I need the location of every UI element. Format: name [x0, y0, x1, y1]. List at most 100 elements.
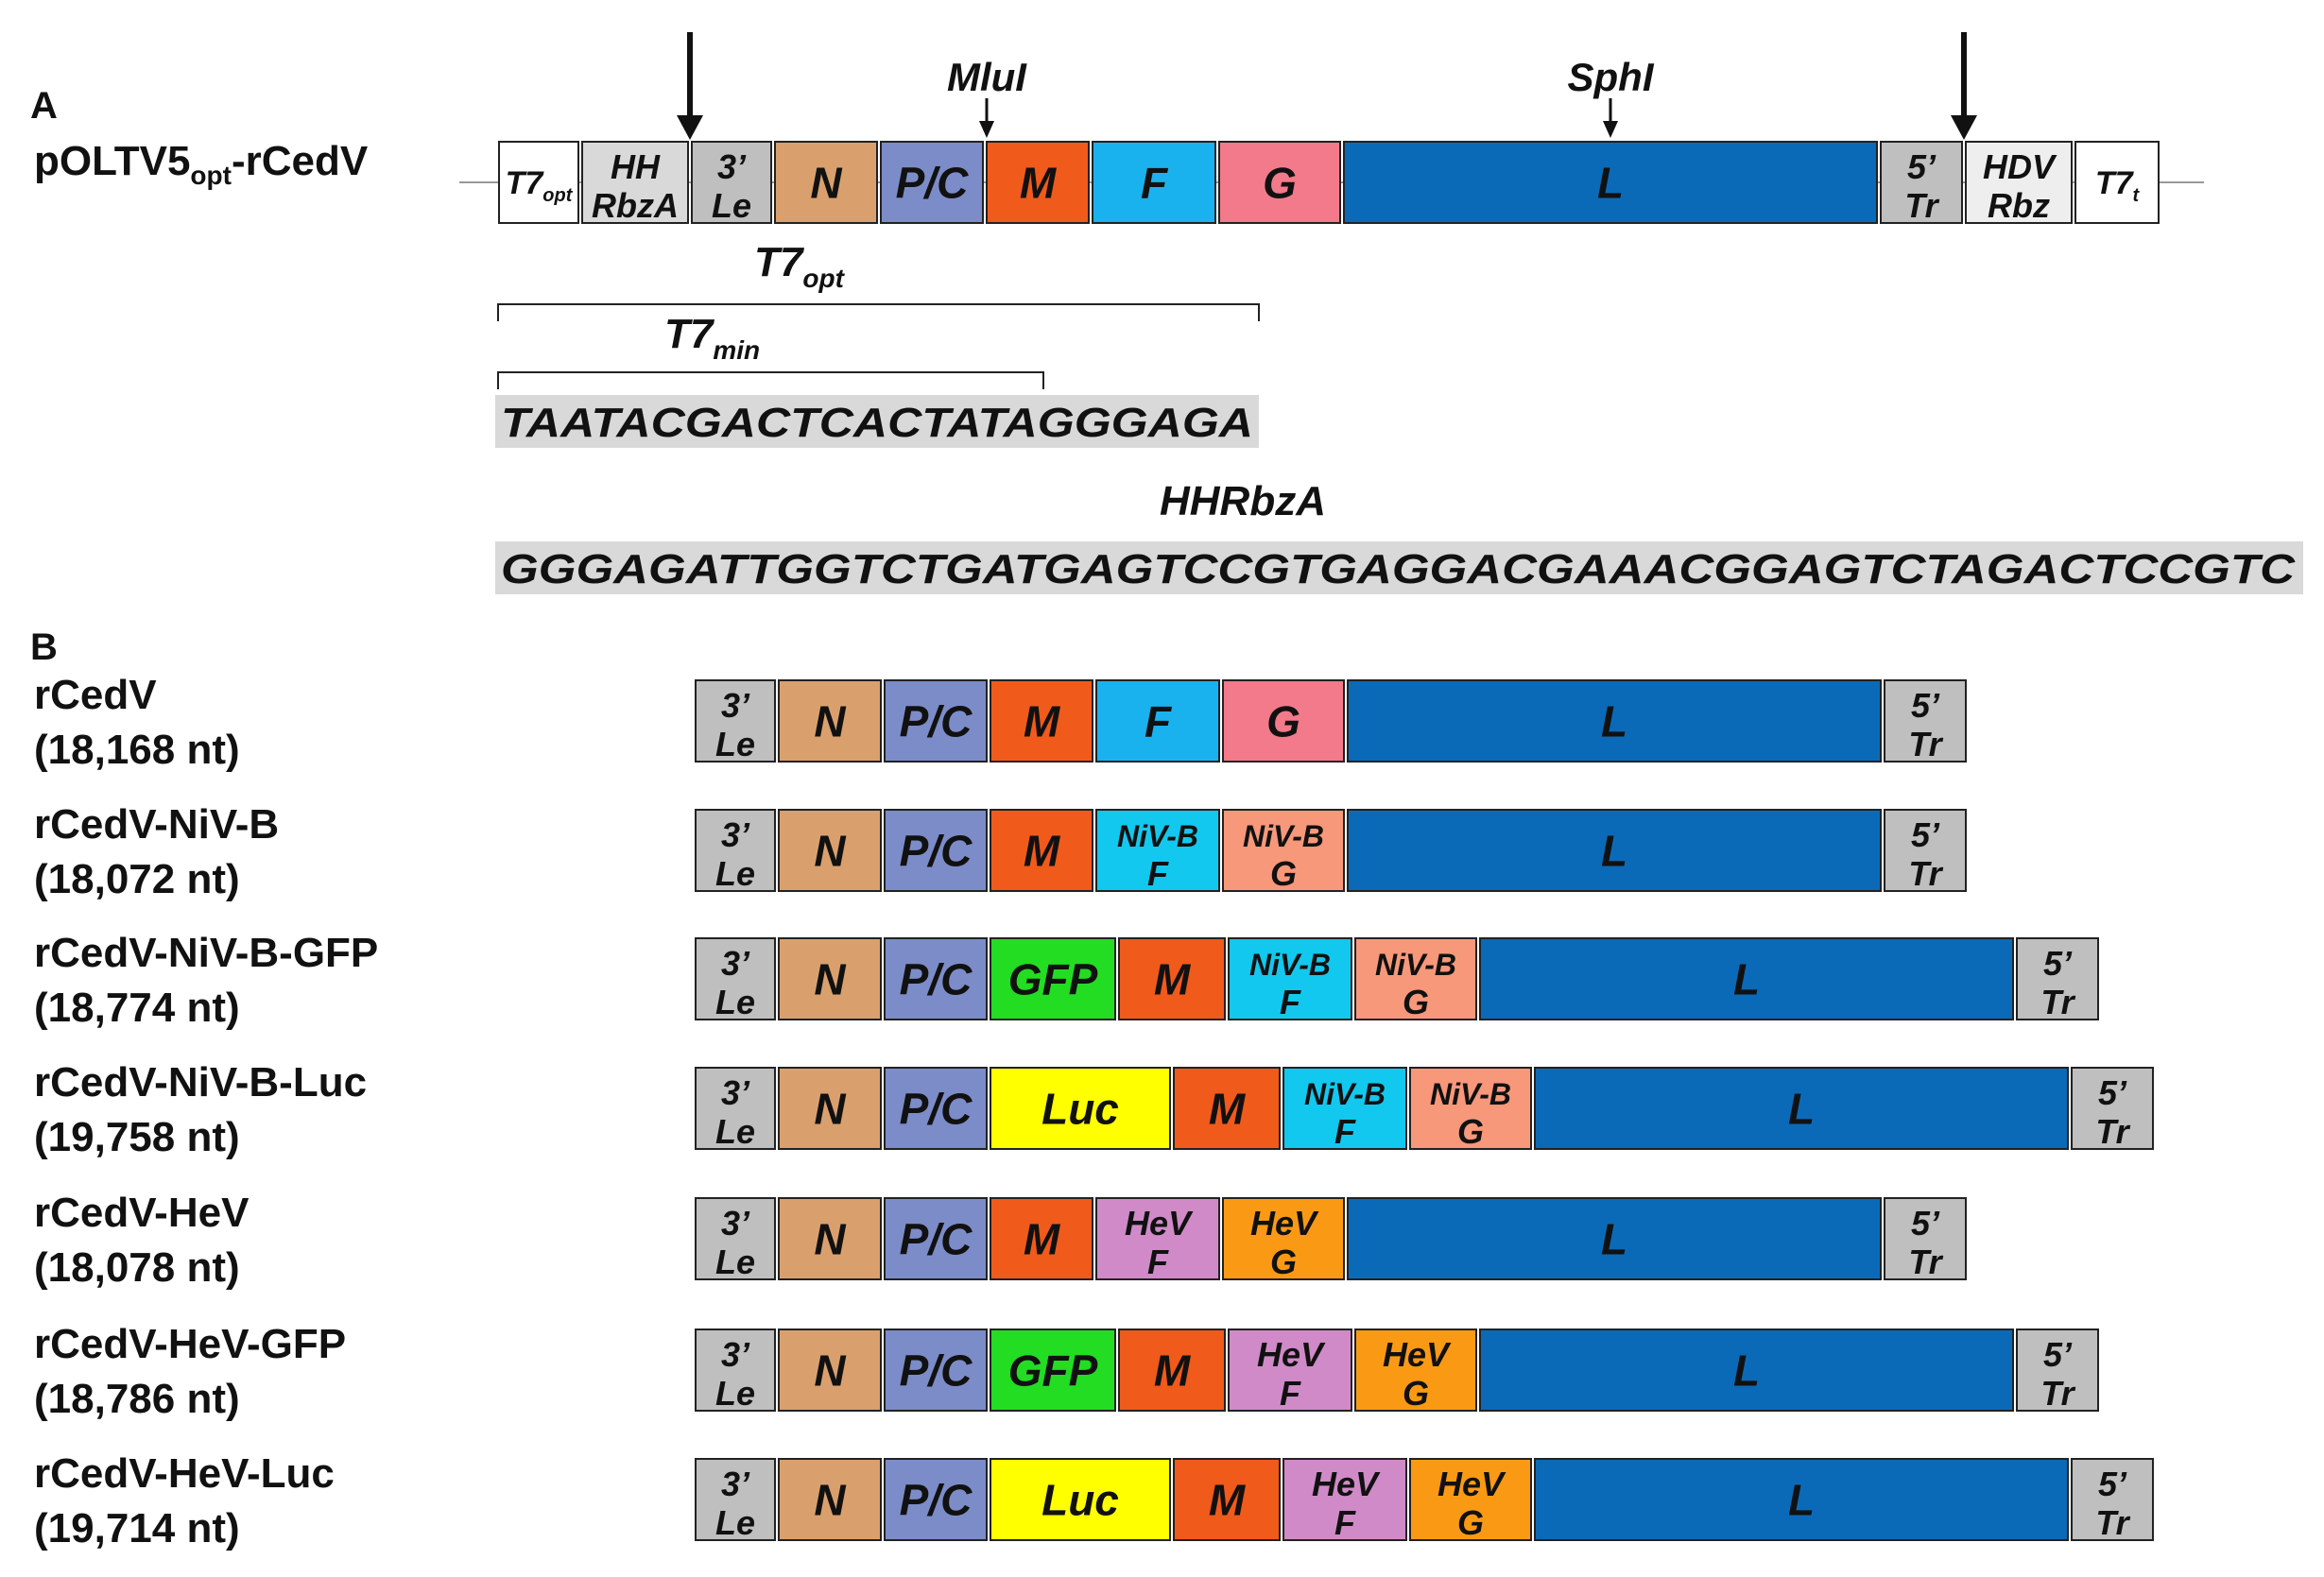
segment-box — [1479, 937, 2014, 1020]
segment-label-bottom: Tr — [1904, 186, 1939, 225]
segment-label: GFP — [1008, 955, 1098, 1004]
plasmid-segment-hh-rbza: HHRbzA — [581, 141, 689, 225]
segment-label-top: HDV — [1983, 147, 2057, 186]
segment-box — [1479, 1328, 2014, 1412]
construct-segment-luc: Luc — [990, 1067, 1171, 1150]
segment-label-bottom: Le — [715, 1243, 755, 1281]
segment-box — [884, 1328, 988, 1412]
segment-label-top: 3’ — [721, 944, 750, 983]
segment-label: M — [1024, 697, 1061, 746]
segment-box — [498, 141, 579, 224]
segment-label-bottom: RbzA — [592, 186, 679, 225]
construct-segment-5-tr: 5’Tr — [1884, 679, 1967, 763]
panel-a-letter: A — [30, 85, 58, 127]
construct-segment-5-tr: 5’Tr — [2071, 1067, 2154, 1151]
segment-box — [778, 1458, 882, 1541]
construct-segment-niv-b-g: NiV-BG — [1409, 1067, 1532, 1151]
segment-label-top: 3’ — [721, 815, 750, 854]
segment-box — [990, 1328, 1116, 1412]
segment-label-bottom: Tr — [2095, 1112, 2130, 1151]
construct-length: (18,072 nt) — [34, 856, 240, 902]
segment-box — [884, 1067, 988, 1150]
segment-label: T7opt — [506, 165, 574, 206]
segment-box — [1534, 1458, 2069, 1541]
plasmid-segment-t7: T7opt — [498, 141, 579, 224]
t7-min-label: T7min — [664, 311, 760, 365]
construct-segment-5-tr: 5’Tr — [2016, 1328, 2099, 1413]
construct-segment-l: L — [1347, 679, 1882, 763]
segment-label-bottom: Le — [715, 725, 755, 763]
segment-label: N — [814, 1215, 846, 1264]
segment-label-top: NiV-B — [1243, 819, 1324, 853]
construct-length: (18,786 nt) — [34, 1376, 240, 1422]
segment-label-bottom: F — [1334, 1112, 1356, 1151]
construct-segment-3-le: 3’Le — [695, 1458, 776, 1542]
segment-label: N — [810, 159, 842, 208]
segment-box — [1118, 1328, 1226, 1412]
segment-box — [1173, 1458, 1281, 1541]
segment-label: P/C — [900, 955, 973, 1004]
construct-name: rCedV — [34, 672, 157, 718]
segment-box — [1283, 1067, 1407, 1150]
segment-label-top: 5’ — [1907, 147, 1937, 186]
segment-label: L — [1788, 1085, 1815, 1134]
segment-box — [1222, 809, 1345, 892]
t7-opt-label: T7opt — [754, 239, 846, 293]
construct-segment-m: M — [990, 1197, 1093, 1280]
construct-name: rCedV-NiV-B-Luc — [34, 1059, 367, 1106]
segment-box — [2074, 141, 2160, 224]
segment-label: M — [1209, 1085, 1247, 1134]
segment-label-top: 5’ — [2098, 1465, 2127, 1503]
construct-length: (19,714 nt) — [34, 1505, 240, 1551]
segment-label-top: 5’ — [2098, 1073, 2127, 1112]
segment-label: L — [1733, 955, 1760, 1004]
segment-label-bottom: G — [1403, 1374, 1429, 1413]
construct-segment-3-le: 3’Le — [695, 1197, 776, 1281]
segment-label-bottom: F — [1147, 1243, 1169, 1281]
segment-box — [1222, 1197, 1345, 1280]
segment-box — [990, 1067, 1171, 1150]
construct-segment-n: N — [778, 679, 882, 763]
construct-segment-p-c: P/C — [884, 1458, 988, 1541]
segment-label: N — [814, 955, 846, 1004]
construct-segment-5-tr: 5’Tr — [2016, 937, 2099, 1021]
construct-segment-gfp: GFP — [990, 937, 1116, 1020]
segment-box — [2016, 1328, 2099, 1412]
segment-label-bottom: Le — [715, 1374, 755, 1413]
construct-segment-n: N — [778, 937, 882, 1020]
plasmid-segment-l: L — [1343, 141, 1878, 224]
segment-box — [695, 1458, 776, 1541]
segment-label-top: 5’ — [1911, 815, 1940, 854]
segment-label: M — [1209, 1476, 1247, 1525]
segment-label-top: NiV-B — [1430, 1077, 1511, 1111]
hhrbza-label: HHRbzA — [1160, 478, 1326, 524]
segment-box — [1118, 937, 1226, 1020]
segment-label-top: 3’ — [721, 1465, 750, 1503]
construct-segment-f: F — [1095, 679, 1220, 763]
segment-label: M — [1154, 955, 1192, 1004]
segment-box — [1534, 1067, 2069, 1150]
segment-box — [986, 141, 1090, 224]
construct-segment-p-c: P/C — [884, 809, 988, 892]
segment-box — [695, 809, 776, 892]
segment-label-top: HeV — [1125, 1204, 1194, 1243]
construct-segment-m: M — [990, 679, 1093, 763]
segment-box — [884, 1458, 988, 1541]
segment-box — [1354, 937, 1477, 1020]
plasmid-segment-n: N — [774, 141, 878, 224]
segment-label-top: 5’ — [2043, 1335, 2073, 1374]
segment-label-top: HeV — [1312, 1465, 1381, 1503]
segment-box — [1228, 937, 1352, 1020]
construct-name: rCedV-HeV — [34, 1190, 250, 1236]
segment-label: N — [814, 1085, 846, 1134]
segment-label: M — [1024, 1215, 1061, 1264]
t7-min-bracket — [497, 371, 1044, 389]
